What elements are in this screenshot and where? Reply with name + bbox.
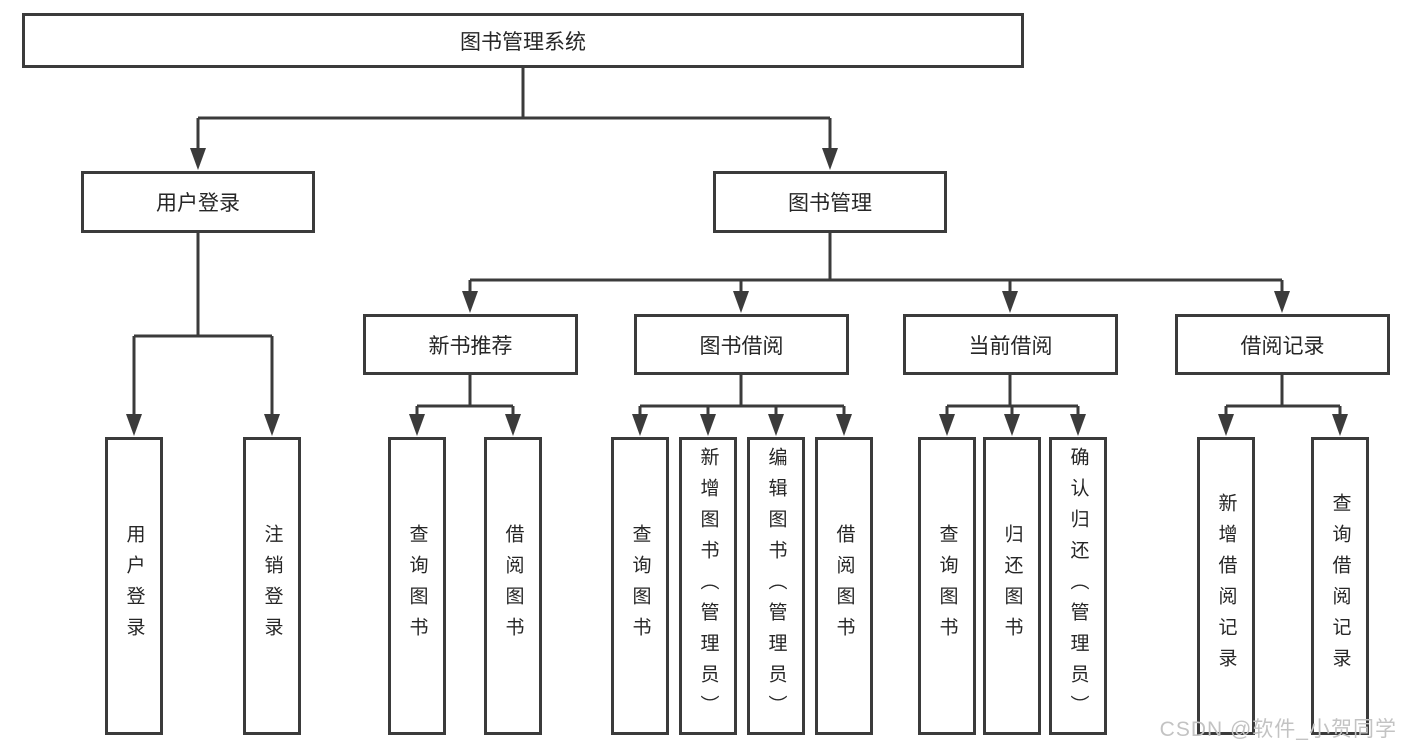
node-borrow-records-label: 借阅记录: [1240, 334, 1325, 358]
node-leaf-return-book-label: 归还图书: [1001, 524, 1023, 648]
node-leaf-borrow-books-recommend-label: 借阅图书: [502, 524, 524, 648]
node-borrow-records: 借阅记录: [1175, 314, 1390, 375]
node-library-system: 图书管理系统: [22, 13, 1024, 68]
node-leaf-user-login: 用户登录: [105, 437, 163, 735]
node-leaf-query-borrow-record: 查询借阅记录: [1311, 437, 1369, 735]
node-leaf-add-book-admin-label: 新增图书（管理员）: [697, 446, 719, 726]
node-leaf-query-books-recommend-label: 查询图书: [406, 524, 428, 648]
csdn-watermark: CSDN @软件_小贺同学: [1159, 718, 1397, 741]
node-new-book-recommend-label: 新书推荐: [428, 334, 513, 358]
node-leaf-edit-book-admin: 编辑图书（管理员）: [747, 437, 805, 735]
node-library-system-label: 图书管理系统: [460, 30, 586, 54]
node-leaf-logout-label: 注销登录: [261, 524, 283, 648]
node-current-borrowing: 当前借阅: [903, 314, 1118, 375]
node-leaf-query-books-current: 查询图书: [918, 437, 976, 735]
node-leaf-edit-book-admin-label: 编辑图书（管理员）: [765, 446, 787, 726]
node-leaf-add-book-admin: 新增图书（管理员）: [679, 437, 737, 735]
node-leaf-add-borrow-record: 新增借阅记录: [1197, 437, 1255, 735]
node-leaf-confirm-return-admin-label: 确认归还（管理员）: [1067, 446, 1089, 726]
node-new-book-recommend: 新书推荐: [363, 314, 578, 375]
node-leaf-add-borrow-record-label: 新增借阅记录: [1215, 493, 1237, 679]
node-book-borrowing-label: 图书借阅: [699, 334, 784, 358]
node-book-management: 图书管理: [713, 171, 947, 233]
node-leaf-logout: 注销登录: [243, 437, 301, 735]
node-leaf-query-books-current-label: 查询图书: [936, 524, 958, 648]
node-leaf-borrow-books-borrowing: 借阅图书: [815, 437, 873, 735]
node-user-login-label: 用户登录: [156, 192, 240, 215]
node-leaf-user-login-label: 用户登录: [123, 524, 145, 648]
node-leaf-query-books-recommend: 查询图书: [388, 437, 446, 735]
node-leaf-borrow-books-recommend: 借阅图书: [484, 437, 542, 735]
node-leaf-return-book: 归还图书: [983, 437, 1041, 735]
node-leaf-confirm-return-admin: 确认归还（管理员）: [1049, 437, 1107, 735]
node-leaf-query-borrow-record-label: 查询借阅记录: [1329, 493, 1351, 679]
node-leaf-query-books-borrowing-label: 查询图书: [629, 524, 651, 648]
node-leaf-borrow-books-borrowing-label: 借阅图书: [833, 524, 855, 648]
node-book-borrowing: 图书借阅: [634, 314, 849, 375]
node-book-management-label: 图书管理: [788, 192, 872, 215]
node-user-login: 用户登录: [81, 171, 315, 233]
node-leaf-query-books-borrowing: 查询图书: [611, 437, 669, 735]
node-current-borrowing-label: 当前借阅: [968, 334, 1053, 358]
